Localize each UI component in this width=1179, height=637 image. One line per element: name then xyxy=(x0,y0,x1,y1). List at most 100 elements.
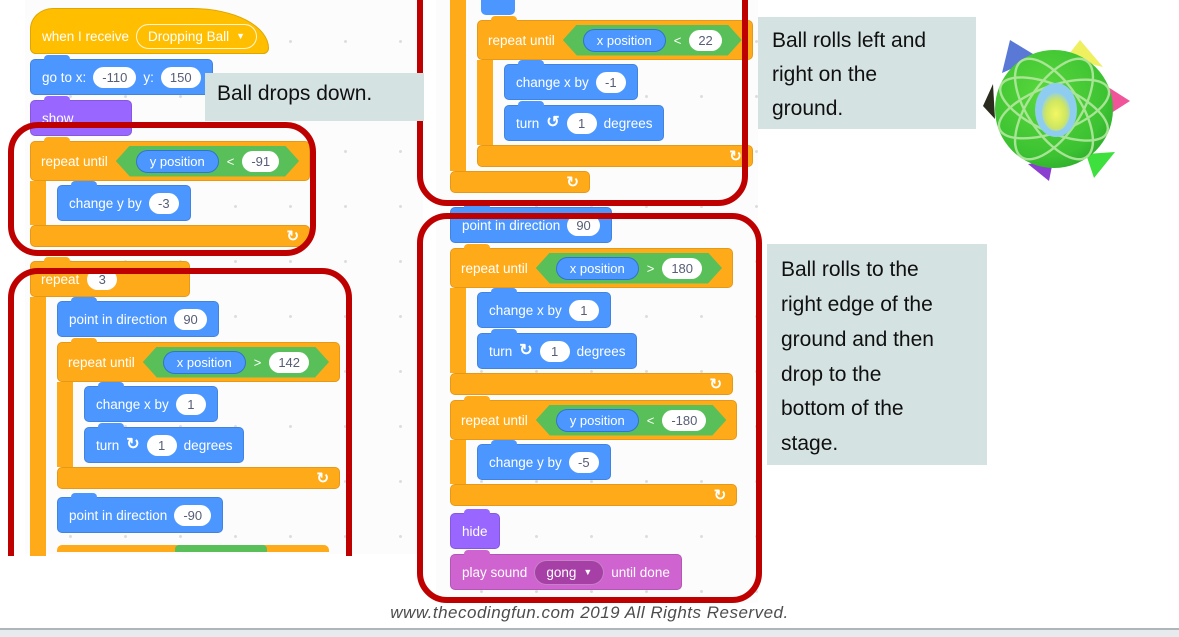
annotation-line: Ball drops down. xyxy=(217,82,373,105)
change-y-block[interactable]: change y by -5 xyxy=(477,440,611,480)
repeat-footer[interactable]: ↻ xyxy=(477,145,753,167)
repeat-until-x-position-block[interactable]: repeat until x position < 22 change x by… xyxy=(477,16,753,167)
block-label: show xyxy=(42,110,74,126)
repeat-3-block[interactable]: repeat 3 point in direction 90 repeat un… xyxy=(30,257,341,556)
block-label: repeat until xyxy=(68,354,135,370)
repeat-until-header[interactable]: repeat until x position < 22 xyxy=(477,16,753,60)
repeat-footer[interactable]: ↻ xyxy=(57,467,341,489)
outer-repeat-footer[interactable]: ↻ xyxy=(450,171,590,193)
block-label: repeat until xyxy=(488,32,555,48)
clipped-outer-repeat-block[interactable]: repeat until x position < 22 change x by… xyxy=(450,0,753,193)
repeat-footer[interactable]: ↻ xyxy=(30,225,311,247)
point-in-direction-block[interactable]: point in direction 90 xyxy=(57,297,219,337)
turn-clockwise-block[interactable]: turn ↻ 1 degrees xyxy=(477,329,638,369)
middle-column-clip: repeat until x position < 22 change x by… xyxy=(410,0,778,610)
point-in-direction-block[interactable]: point in direction -90 xyxy=(57,493,224,533)
y-input[interactable]: 150 xyxy=(160,66,201,88)
block-label: go to x: xyxy=(42,69,87,85)
turn-counterclockwise-block[interactable]: turn ↺ 1 degrees xyxy=(504,101,665,141)
repeat-until-header[interactable]: repeat until x position > 142 xyxy=(57,338,341,382)
degrees-input[interactable]: 1 xyxy=(566,112,597,134)
direction-input[interactable]: -90 xyxy=(174,504,212,526)
annotation-line: stage. xyxy=(781,432,839,456)
repeat-until-y-position-block[interactable]: repeat until y position < -91 change y b… xyxy=(30,137,311,247)
greater-than-operator: > xyxy=(253,354,262,370)
x-position-reporter[interactable]: x position xyxy=(163,351,246,374)
go-to-xy-block[interactable]: go to x: -110 y: 150 xyxy=(30,55,213,95)
loop-arrow-icon: ↻ xyxy=(286,227,300,245)
direction-input[interactable]: 90 xyxy=(567,214,600,236)
copyright-text: www.thecodingfun.com 2019 All Rights Res… xyxy=(390,603,789,622)
block-label: point in direction xyxy=(462,217,561,233)
repeat-until-y-position-block[interactable]: repeat until y position < -180 change y … xyxy=(450,396,738,506)
block-label: degrees xyxy=(183,437,233,453)
repeat-until-x-position-block[interactable]: repeat until x position > 180 change x b… xyxy=(450,244,734,395)
turn-clockwise-block[interactable]: turn ↻ 1 degrees xyxy=(84,423,245,463)
condition-hexagon[interactable]: x position > 142 xyxy=(143,347,329,378)
loop-arrow-icon: ↻ xyxy=(713,486,727,504)
direction-input[interactable]: 90 xyxy=(174,308,207,330)
repeat-body: change x by 1 turn ↻ 1 degrees xyxy=(450,288,638,373)
repeat-until-header[interactable]: repeat until y position < -91 xyxy=(30,137,311,181)
block-label: y: xyxy=(143,69,154,85)
x-position-reporter[interactable]: x position xyxy=(556,257,639,280)
condition-hexagon[interactable]: x position > 180 xyxy=(536,253,722,284)
annotation-ball-rolls-edge: Ball rolls to the right edge of the grou… xyxy=(767,244,987,465)
repeat-until-x-position-block[interactable]: repeat until x position > 142 change x b… xyxy=(57,338,341,489)
annotation-line: ground and then xyxy=(781,327,934,351)
value-input[interactable]: 180 xyxy=(662,258,702,279)
block-label: when I receive xyxy=(42,28,130,44)
greater-than-operator: > xyxy=(646,260,655,276)
repeat-footer[interactable]: ↻ xyxy=(450,373,734,395)
block-label: repeat until xyxy=(461,412,528,428)
less-than-operator: < xyxy=(646,412,655,428)
condition-hexagon[interactable]: y position < -180 xyxy=(536,405,727,436)
value-input[interactable]: -180 xyxy=(662,410,706,431)
when-i-receive-block[interactable]: when I receive Dropping Ball ▼ xyxy=(30,8,270,54)
change-x-block[interactable]: change x by 1 xyxy=(84,382,218,422)
dropdown-arrow-icon: ▼ xyxy=(583,566,593,577)
condition-hexagon[interactable]: x position < 22 xyxy=(563,25,742,56)
loop-arrow-icon: ↻ xyxy=(729,147,742,165)
change-y-block[interactable]: change y by -3 xyxy=(57,181,191,221)
change-x-block[interactable]: change x by -1 xyxy=(504,60,638,100)
block-label: point in direction xyxy=(69,507,168,523)
block-label: degrees xyxy=(603,115,653,131)
value-input[interactable]: -5 xyxy=(568,451,599,473)
annotation-line: drop to the xyxy=(781,362,882,386)
repeat-until-header[interactable]: repeat until y position < -180 xyxy=(450,396,738,440)
condition-hexagon[interactable]: y position < -91 xyxy=(116,146,299,177)
value-input[interactable]: 1 xyxy=(175,393,206,415)
repeat-body: change y by -5 xyxy=(450,440,611,484)
y-position-reporter[interactable]: y position xyxy=(136,150,219,173)
loop-arrow-icon: ↻ xyxy=(709,375,723,393)
less-than-operator: < xyxy=(226,153,235,169)
repeat-until-header[interactable]: repeat until x position > 180 xyxy=(450,244,734,288)
block-label: repeat until xyxy=(461,260,528,276)
hide-block[interactable]: hide xyxy=(450,509,500,549)
point-in-direction-block[interactable]: point in direction 90 xyxy=(450,203,612,243)
x-input[interactable]: -110 xyxy=(93,66,137,88)
sound-dropdown[interactable]: gong ▼ xyxy=(534,559,605,585)
repeat-body: point in direction 90 repeat until x pos… xyxy=(30,297,341,556)
repeat-body: change x by 1 turn ↻ 1 degrees xyxy=(57,382,245,467)
repeat-body: change y by -3 xyxy=(30,181,191,225)
value-input[interactable]: 1 xyxy=(568,299,599,321)
block-label: until done xyxy=(611,564,670,580)
repeat-header[interactable]: repeat 3 xyxy=(30,257,190,297)
count-input[interactable]: 3 xyxy=(87,268,118,290)
change-x-block[interactable]: change x by 1 xyxy=(477,288,611,328)
degrees-input[interactable]: 1 xyxy=(146,434,177,456)
degrees-input[interactable]: 1 xyxy=(539,340,570,362)
show-block[interactable]: show xyxy=(30,96,132,136)
x-position-reporter[interactable]: x position xyxy=(583,29,666,52)
value-input[interactable]: 22 xyxy=(689,30,721,51)
y-position-reporter[interactable]: y position xyxy=(556,409,639,432)
repeat-footer[interactable]: ↻ xyxy=(450,484,738,506)
value-input[interactable]: -3 xyxy=(148,192,179,214)
value-input[interactable]: -91 xyxy=(242,151,279,172)
value-input[interactable]: -1 xyxy=(595,71,626,93)
value-input[interactable]: 142 xyxy=(269,352,309,373)
broadcast-dropdown[interactable]: Dropping Ball ▼ xyxy=(136,23,258,49)
play-sound-until-done-block[interactable]: play sound gong ▼ until done xyxy=(450,550,682,590)
